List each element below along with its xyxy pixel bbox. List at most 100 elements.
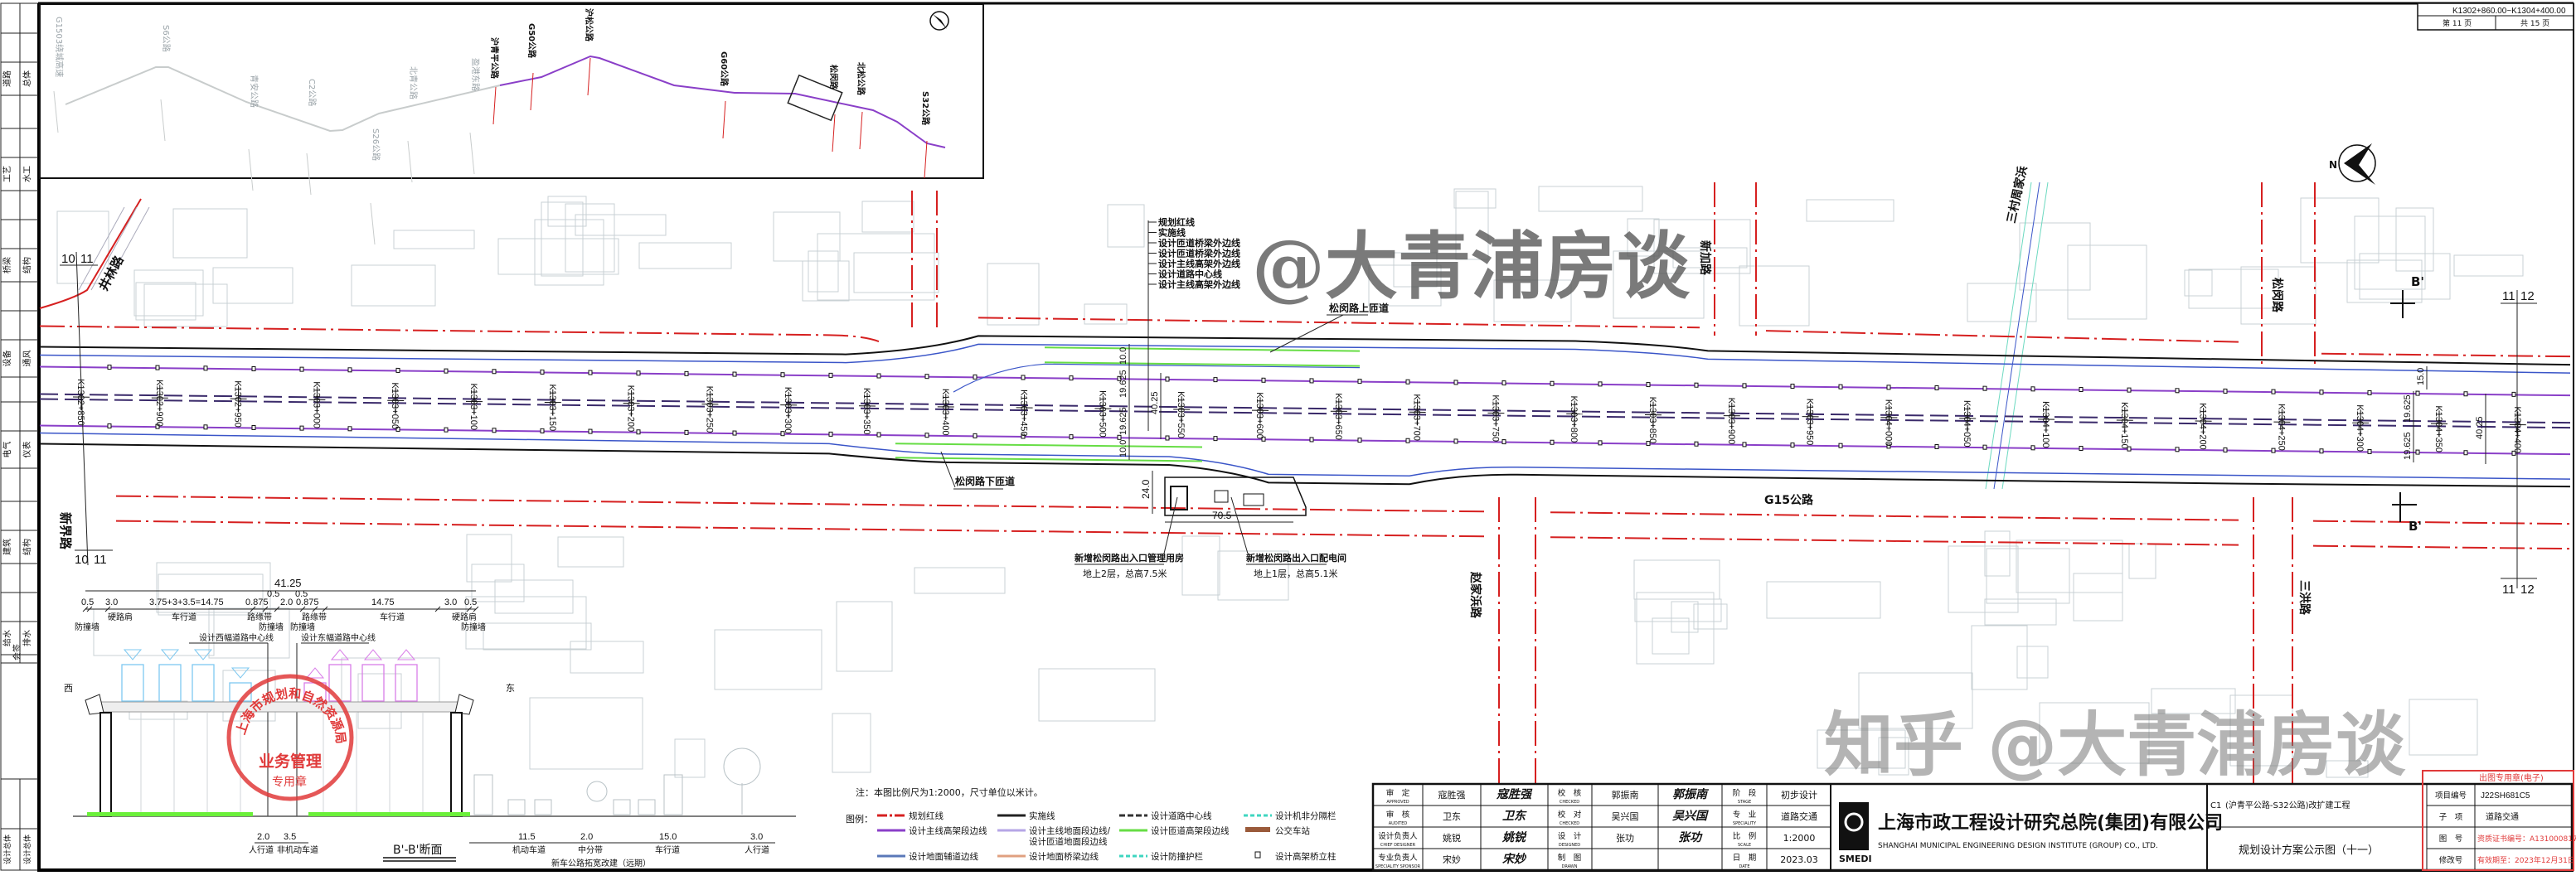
viaduct-column: [2030, 445, 2035, 451]
station-label: K1304+050: [1962, 400, 1972, 448]
watermark-zhihu: 知乎 @大青浦房谈: [1824, 704, 2406, 786]
building-outline: [2019, 222, 2091, 291]
station-label: K1302+900: [154, 380, 164, 427]
section-mark-top-label: B': [2411, 274, 2424, 289]
station-label: K1303+950: [1805, 399, 1815, 446]
station-label: K1303+900: [1726, 398, 1736, 445]
ground-road-edge: [39, 343, 2571, 374]
tb-role-en: CHECKED: [1560, 800, 1579, 805]
inset-leader: [53, 90, 59, 133]
tb-key-en: DATE: [1739, 864, 1749, 869]
tb-signature: 姚锐: [1501, 830, 1527, 844]
legend-label: 设计匝道高架段边线: [1151, 825, 1230, 836]
building-outline: [1806, 199, 1894, 222]
watermark-top: @大青浦房谈: [1252, 223, 1691, 309]
drawing-stamp-text: 出图专用章(电子): [2479, 772, 2544, 783]
viaduct-column: [1934, 385, 1939, 391]
tb-signature: 寇胜强: [1496, 787, 1533, 801]
viaduct-column: [444, 368, 449, 374]
match-line-right-bottom-b: 12: [2520, 583, 2535, 597]
viaduct-column: [1886, 385, 1891, 390]
inset-leader: [924, 140, 928, 179]
planning-red-line-top: [2321, 352, 2570, 358]
width-dimensions-ramp: 10.0 19.625 19.625 10.0 40.25: [1118, 344, 1162, 460]
company-name-en: SHANGHAI MUNICIPAL ENGINEERING DESIGN IN…: [1878, 842, 2158, 850]
dimension-70-5: 70.5: [1165, 510, 1293, 523]
building-outline: [547, 196, 587, 227]
arrow-down-icon: [123, 649, 143, 660]
viaduct-column: [251, 424, 256, 430]
left-strip-label: 道路: [2, 70, 12, 87]
left-strip-label: 桥梁: [2, 257, 12, 273]
tb-key-en: STAGE: [1738, 800, 1751, 805]
building-outline: [1878, 737, 1909, 776]
car-icon: [507, 799, 526, 815]
viaduct-column: [2079, 445, 2084, 452]
design-centerline: [40, 393, 2570, 424]
viaduct-column: [1021, 375, 1026, 380]
building-outline: [208, 607, 290, 659]
match-line-right-bottom-a: 11: [2502, 583, 2515, 597]
viaduct-column: [1694, 441, 1699, 447]
viaduct-column: [1886, 443, 1891, 449]
dim-24-label: 24.0: [1140, 479, 1152, 499]
ground-road-edge: [39, 432, 2570, 480]
countersign-label: 会签: [12, 644, 22, 660]
xsec-lower-dim: 3.0: [750, 832, 763, 842]
station-label: K1303+750: [1490, 394, 1500, 442]
north-arrow-icon: N: [2329, 143, 2376, 185]
dim-tick: [299, 606, 306, 612]
viaduct-column: [2463, 450, 2468, 456]
viaduct-column: [395, 367, 400, 373]
arrow-down-icon: [193, 649, 213, 660]
section-mark-bottom: B': [2392, 492, 2422, 534]
company-logo: SMEDI: [1839, 802, 1872, 864]
viaduct-column: [636, 429, 641, 435]
viaduct-column: [2319, 448, 2324, 454]
building-outline: [1181, 535, 1220, 596]
inset-label-gray: C2公路: [307, 79, 318, 106]
viaduct-column: [2463, 391, 2468, 397]
dim-right-19625-top: 19.625: [2403, 394, 2413, 423]
viaduct-column: [1165, 376, 1170, 382]
inset-leader: [469, 132, 475, 175]
building-outline: [351, 264, 436, 307]
viaduct-column: [1261, 436, 1266, 442]
canal-edge: [1985, 181, 2049, 490]
xsec-lower-label: 人行道: [745, 844, 769, 855]
xsec-label: 路缘带: [302, 612, 327, 622]
building-outline: [2453, 254, 2524, 277]
inset-leader: [587, 57, 591, 96]
inset-leader: [832, 114, 836, 152]
station-label: K1303+850: [1647, 397, 1657, 444]
building-outline: [2300, 197, 2380, 264]
tb-right-label: 修改号: [2439, 855, 2463, 865]
tb-key: 阶 段: [1733, 788, 1757, 798]
logo-text: SMEDI: [1839, 854, 1872, 864]
viaduct-column: [540, 369, 545, 375]
building-2-note: 地上1层，总高5.1米: [1254, 568, 1338, 579]
project-name: (沪青平公路-S32公路)改扩建工程: [2225, 800, 2350, 810]
viaduct-column: [155, 365, 160, 370]
east-label: 东: [506, 683, 515, 694]
viaduct-column: [107, 423, 112, 429]
building-outline: [2151, 688, 2236, 714]
inset-leader: [248, 148, 254, 191]
building-outline: [1633, 559, 1720, 600]
viaduct-column: [876, 432, 881, 438]
inset-label: 北松公路: [856, 62, 866, 96]
ground-section-figures: [473, 747, 761, 815]
tb-role-en: DRAWN: [1562, 864, 1578, 869]
dim-tick: [82, 606, 89, 612]
building-outline: [1627, 218, 1660, 257]
stamp-main: 业务管理: [259, 752, 322, 771]
building-outline: [1368, 264, 1442, 307]
xsec-lower-dim: 15.0: [659, 832, 677, 842]
xsec-total-width: 41.25: [274, 577, 302, 589]
building-outline: [1817, 729, 1906, 769]
building-outline: [465, 596, 587, 650]
left-strip-label: 建筑: [2, 539, 12, 555]
legend-note: 注：本图比例尺为1:2000，尺寸单位以米计。: [856, 786, 1043, 798]
